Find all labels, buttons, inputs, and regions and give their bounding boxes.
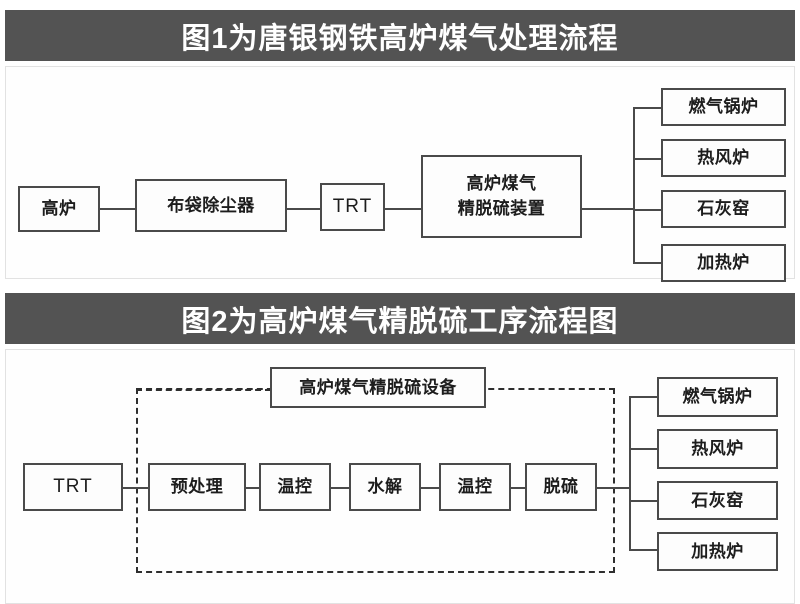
node-blast-furnace[interactable]: 高炉	[18, 186, 100, 232]
node-fine-desulfurization-device[interactable]: 高炉煤气 精脱硫装置	[421, 155, 582, 238]
group-label-fine-desulfurization-equipment[interactable]: 高炉煤气精脱硫设备	[270, 367, 486, 408]
node-hot-blast-stove[interactable]: 热风炉	[657, 429, 778, 469]
branch-stub-reheating-furnace	[629, 549, 658, 551]
connector-furnace-to-filter	[99, 208, 136, 210]
node-reheating-furnace[interactable]: 加热炉	[657, 532, 778, 571]
branch-stub-hot-blast-stove	[629, 448, 658, 450]
node-desulfurization[interactable]: 脱硫	[525, 463, 597, 511]
node-gas-boiler[interactable]: 燃气锅炉	[661, 88, 786, 126]
node-lime-kiln[interactable]: 石灰窑	[661, 190, 786, 228]
figure-2-title: 图2为高炉煤气精脱硫工序流程图	[5, 293, 795, 344]
node-pretreatment[interactable]: 预处理	[148, 463, 246, 511]
node-hydrolysis[interactable]: 水解	[349, 463, 421, 511]
node-label-line-1: 高炉煤气	[466, 173, 537, 193]
branch-trunk-vertical	[629, 396, 631, 551]
group-label-leader-line	[136, 389, 271, 391]
connector-desulfurization-to-trunk	[596, 487, 630, 489]
branch-stub-lime-kiln	[633, 209, 662, 211]
node-gas-boiler[interactable]: 燃气锅炉	[657, 377, 778, 417]
node-temperature-control-1[interactable]: 温控	[259, 463, 331, 511]
figure-1-title: 图1为唐银钢铁高炉煤气处理流程	[5, 10, 795, 61]
branch-stub-hot-blast-stove	[633, 158, 662, 160]
connector-trt-to-device	[384, 208, 422, 210]
connector-temp-2-to-desulfurization	[510, 487, 526, 489]
connector-device-to-trunk	[581, 208, 635, 210]
branch-stub-reheating-furnace	[633, 262, 662, 264]
node-trt[interactable]: TRT	[320, 183, 385, 231]
node-temperature-control-2[interactable]: 温控	[439, 463, 511, 511]
branch-stub-gas-boiler	[633, 107, 662, 109]
connector-temp-1-to-hydrolysis	[330, 487, 350, 489]
node-trt[interactable]: TRT	[23, 463, 123, 511]
node-lime-kiln[interactable]: 石灰窑	[657, 481, 778, 520]
connector-filter-to-trt	[286, 208, 321, 210]
branch-stub-lime-kiln	[629, 500, 658, 502]
branch-trunk-vertical	[633, 107, 635, 263]
connector-trt-to-pretreatment	[122, 487, 149, 489]
node-reheating-furnace[interactable]: 加热炉	[661, 244, 786, 282]
node-label-line-2: 精脱硫装置	[457, 198, 546, 218]
figure-1-canvas: 高炉 布袋除尘器 TRT 高炉煤气 精脱硫装置 燃气锅炉 热风炉 石灰窑 加热炉	[5, 66, 795, 282]
figure-2-canvas: 高炉煤气精脱硫设备 TRT 预处理 温控 水解 温控 脱硫 燃气锅炉 热风炉 石…	[5, 349, 795, 604]
node-hot-blast-stove[interactable]: 热风炉	[661, 139, 786, 177]
branch-stub-gas-boiler	[629, 396, 658, 398]
connector-pretreatment-to-temp-1	[245, 487, 260, 489]
figure-1-section: 图1为唐银钢铁高炉煤气处理流程 高炉 布袋除尘器 TRT 高炉煤气 精脱硫装置 …	[5, 10, 795, 282]
figure-2-section: 图2为高炉煤气精脱硫工序流程图 高炉煤气精脱硫设备 TRT 预处理 温控 水解 …	[5, 293, 795, 604]
node-bag-filter[interactable]: 布袋除尘器	[135, 179, 287, 232]
connector-hydrolysis-to-temp-2	[420, 487, 440, 489]
